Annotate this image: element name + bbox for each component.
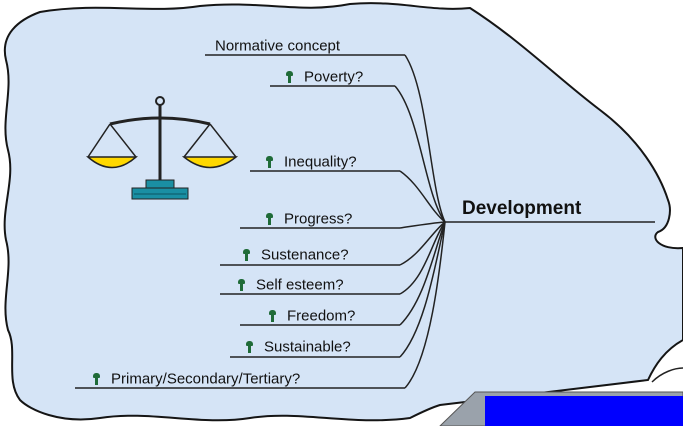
header-label: Normative concept xyxy=(215,37,341,55)
pin-icon xyxy=(265,212,274,226)
branch-label-poverty: Poverty? xyxy=(285,68,363,86)
branch-label-sectors: Primary/Secondary/Tertiary? xyxy=(92,370,300,388)
pin-icon xyxy=(265,155,274,169)
pin-icon xyxy=(242,248,251,262)
branch-label-sustainable: Sustainable? xyxy=(245,338,351,356)
branch-label-freedom: Freedom? xyxy=(268,307,355,325)
blue-box xyxy=(439,367,683,426)
pin-icon xyxy=(92,372,101,386)
connector-lines xyxy=(75,54,655,389)
branch-label-sustenance: Sustenance? xyxy=(242,246,349,264)
branch-label-self-esteem: Self esteem? xyxy=(237,276,344,294)
scales-icon xyxy=(86,96,239,200)
cloud-shape xyxy=(3,2,683,422)
branch-label-inequality: Inequality? xyxy=(265,153,357,171)
pin-icon xyxy=(285,70,294,84)
pin-icon xyxy=(245,340,254,354)
pin-icon xyxy=(237,278,246,292)
center-node-label: Development xyxy=(462,198,582,219)
pin-icon xyxy=(268,309,277,323)
branch-label-progress: Progress? xyxy=(265,210,352,228)
